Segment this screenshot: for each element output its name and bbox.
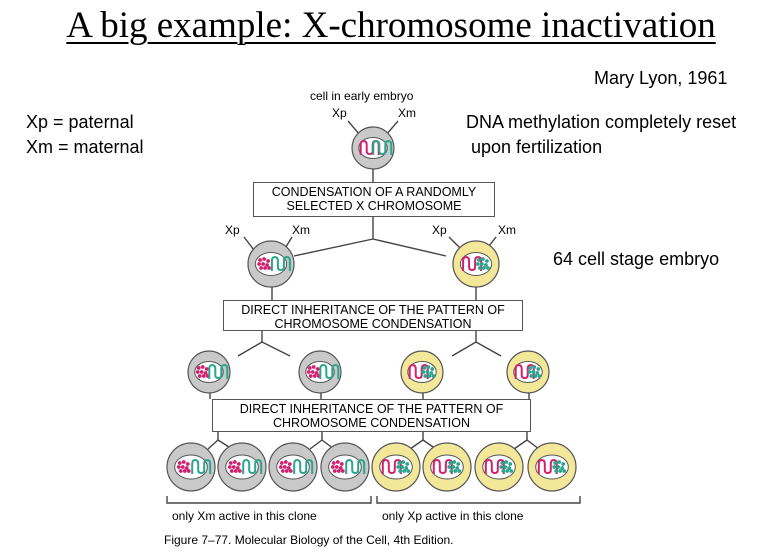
condensation-box: CONDENSATION OF A RANDOMLY SELECTED X CH… [253, 182, 495, 217]
embryo-cell [400, 350, 444, 394]
stage-note: 64 cell stage embryo [553, 249, 720, 269]
embryo-cell [268, 442, 318, 492]
embryo-cell [452, 240, 500, 288]
embryo-cell [527, 442, 577, 492]
inheritance-box-2: DIRECT INHERITANCE OF THE PATTERN OF CHR… [212, 399, 531, 432]
figure-caption: Figure 7–77. Molecular Biology of the Ce… [164, 533, 454, 547]
top-cell-label: cell in early embryo [310, 89, 414, 103]
embryo-cell [422, 442, 472, 492]
top-xm-label: Xm [398, 106, 416, 120]
embryo-cell [166, 442, 216, 492]
inheritance-box-2-line2: CHROMOSOME CONDENSATION [273, 416, 470, 430]
citation: Mary Lyon, 1961 [594, 68, 728, 88]
methylation-note-line2: upon fertilization [471, 137, 603, 157]
left-xm-label: Xm [292, 223, 310, 237]
right-xp-label: Xp [432, 223, 447, 237]
chromosome-condensed [306, 365, 321, 378]
chromosome-active [514, 363, 535, 380]
embryo-cell [217, 442, 267, 492]
condensation-box-line1: CONDENSATION OF A RANDOMLY [271, 185, 477, 199]
chromosome-active [432, 458, 453, 475]
chromosome-condensed [476, 257, 490, 270]
embryo-cell [474, 442, 524, 492]
methylation-note-line1: DNA methylation completely reset [466, 112, 737, 132]
embryo-cell [247, 240, 295, 288]
slide-title: A big example: X-chromosome inactivation [66, 5, 716, 46]
legend-paternal: Xp = paternal [26, 112, 134, 132]
chromosome-active [408, 363, 429, 380]
chromosome-active [293, 458, 314, 475]
chromosome-condensed [499, 460, 514, 473]
chromosome-condensed [552, 460, 567, 473]
embryo-cell [298, 350, 342, 394]
right-xm-label: Xm [498, 223, 516, 237]
chromosome-condensed [278, 460, 293, 473]
chromosome-condensed [396, 460, 411, 473]
chromosome-condensed [421, 365, 436, 378]
chromosome-active [191, 458, 212, 475]
chromosome-active [345, 458, 366, 475]
chromosome-condensed [330, 460, 345, 473]
embryo-cell [187, 350, 231, 394]
chromosome-condensed [527, 365, 542, 378]
top-xp-label: Xp [332, 106, 347, 120]
chromosome-active [537, 458, 558, 475]
inheritance-box-2-line1: DIRECT INHERITANCE OF THE PATTERN OF [239, 402, 504, 416]
chromosome-active [462, 255, 483, 272]
chromosome-condensed [227, 460, 242, 473]
chromosome-active [242, 458, 263, 475]
legend-maternal: Xm = maternal [26, 137, 144, 157]
inheritance-box-1: DIRECT INHERITANCE OF THE PATTERN OF CHR… [223, 300, 523, 331]
embryo-cell [320, 442, 370, 492]
inheritance-box-1-line2: CHROMOSOME CONDENSATION [274, 317, 472, 331]
chromosome-condensed [447, 460, 462, 473]
chromosome-active [484, 458, 505, 475]
chromosome-active [270, 255, 291, 272]
embryo-cell [371, 442, 421, 492]
left-xp-label: Xp [225, 223, 240, 237]
condensation-box-line2: SELECTED X CHROMOSOME [286, 199, 462, 213]
chromosome-active [372, 139, 393, 156]
clone-label-paternal: only Xp active in this clone [382, 509, 524, 523]
embryo-cell [506, 350, 550, 394]
clone-label-maternal: only Xm active in this clone [172, 509, 317, 523]
chromosome-active [319, 363, 340, 380]
embryo-cell [351, 126, 395, 170]
chromosome-condensed [195, 365, 210, 378]
chromosome-condensed [176, 460, 191, 473]
inheritance-box-1-line1: DIRECT INHERITANCE OF THE PATTERN OF [241, 303, 505, 317]
chromosome-active [208, 363, 229, 380]
chromosome-active [381, 458, 402, 475]
chromosome-condensed [257, 257, 271, 270]
